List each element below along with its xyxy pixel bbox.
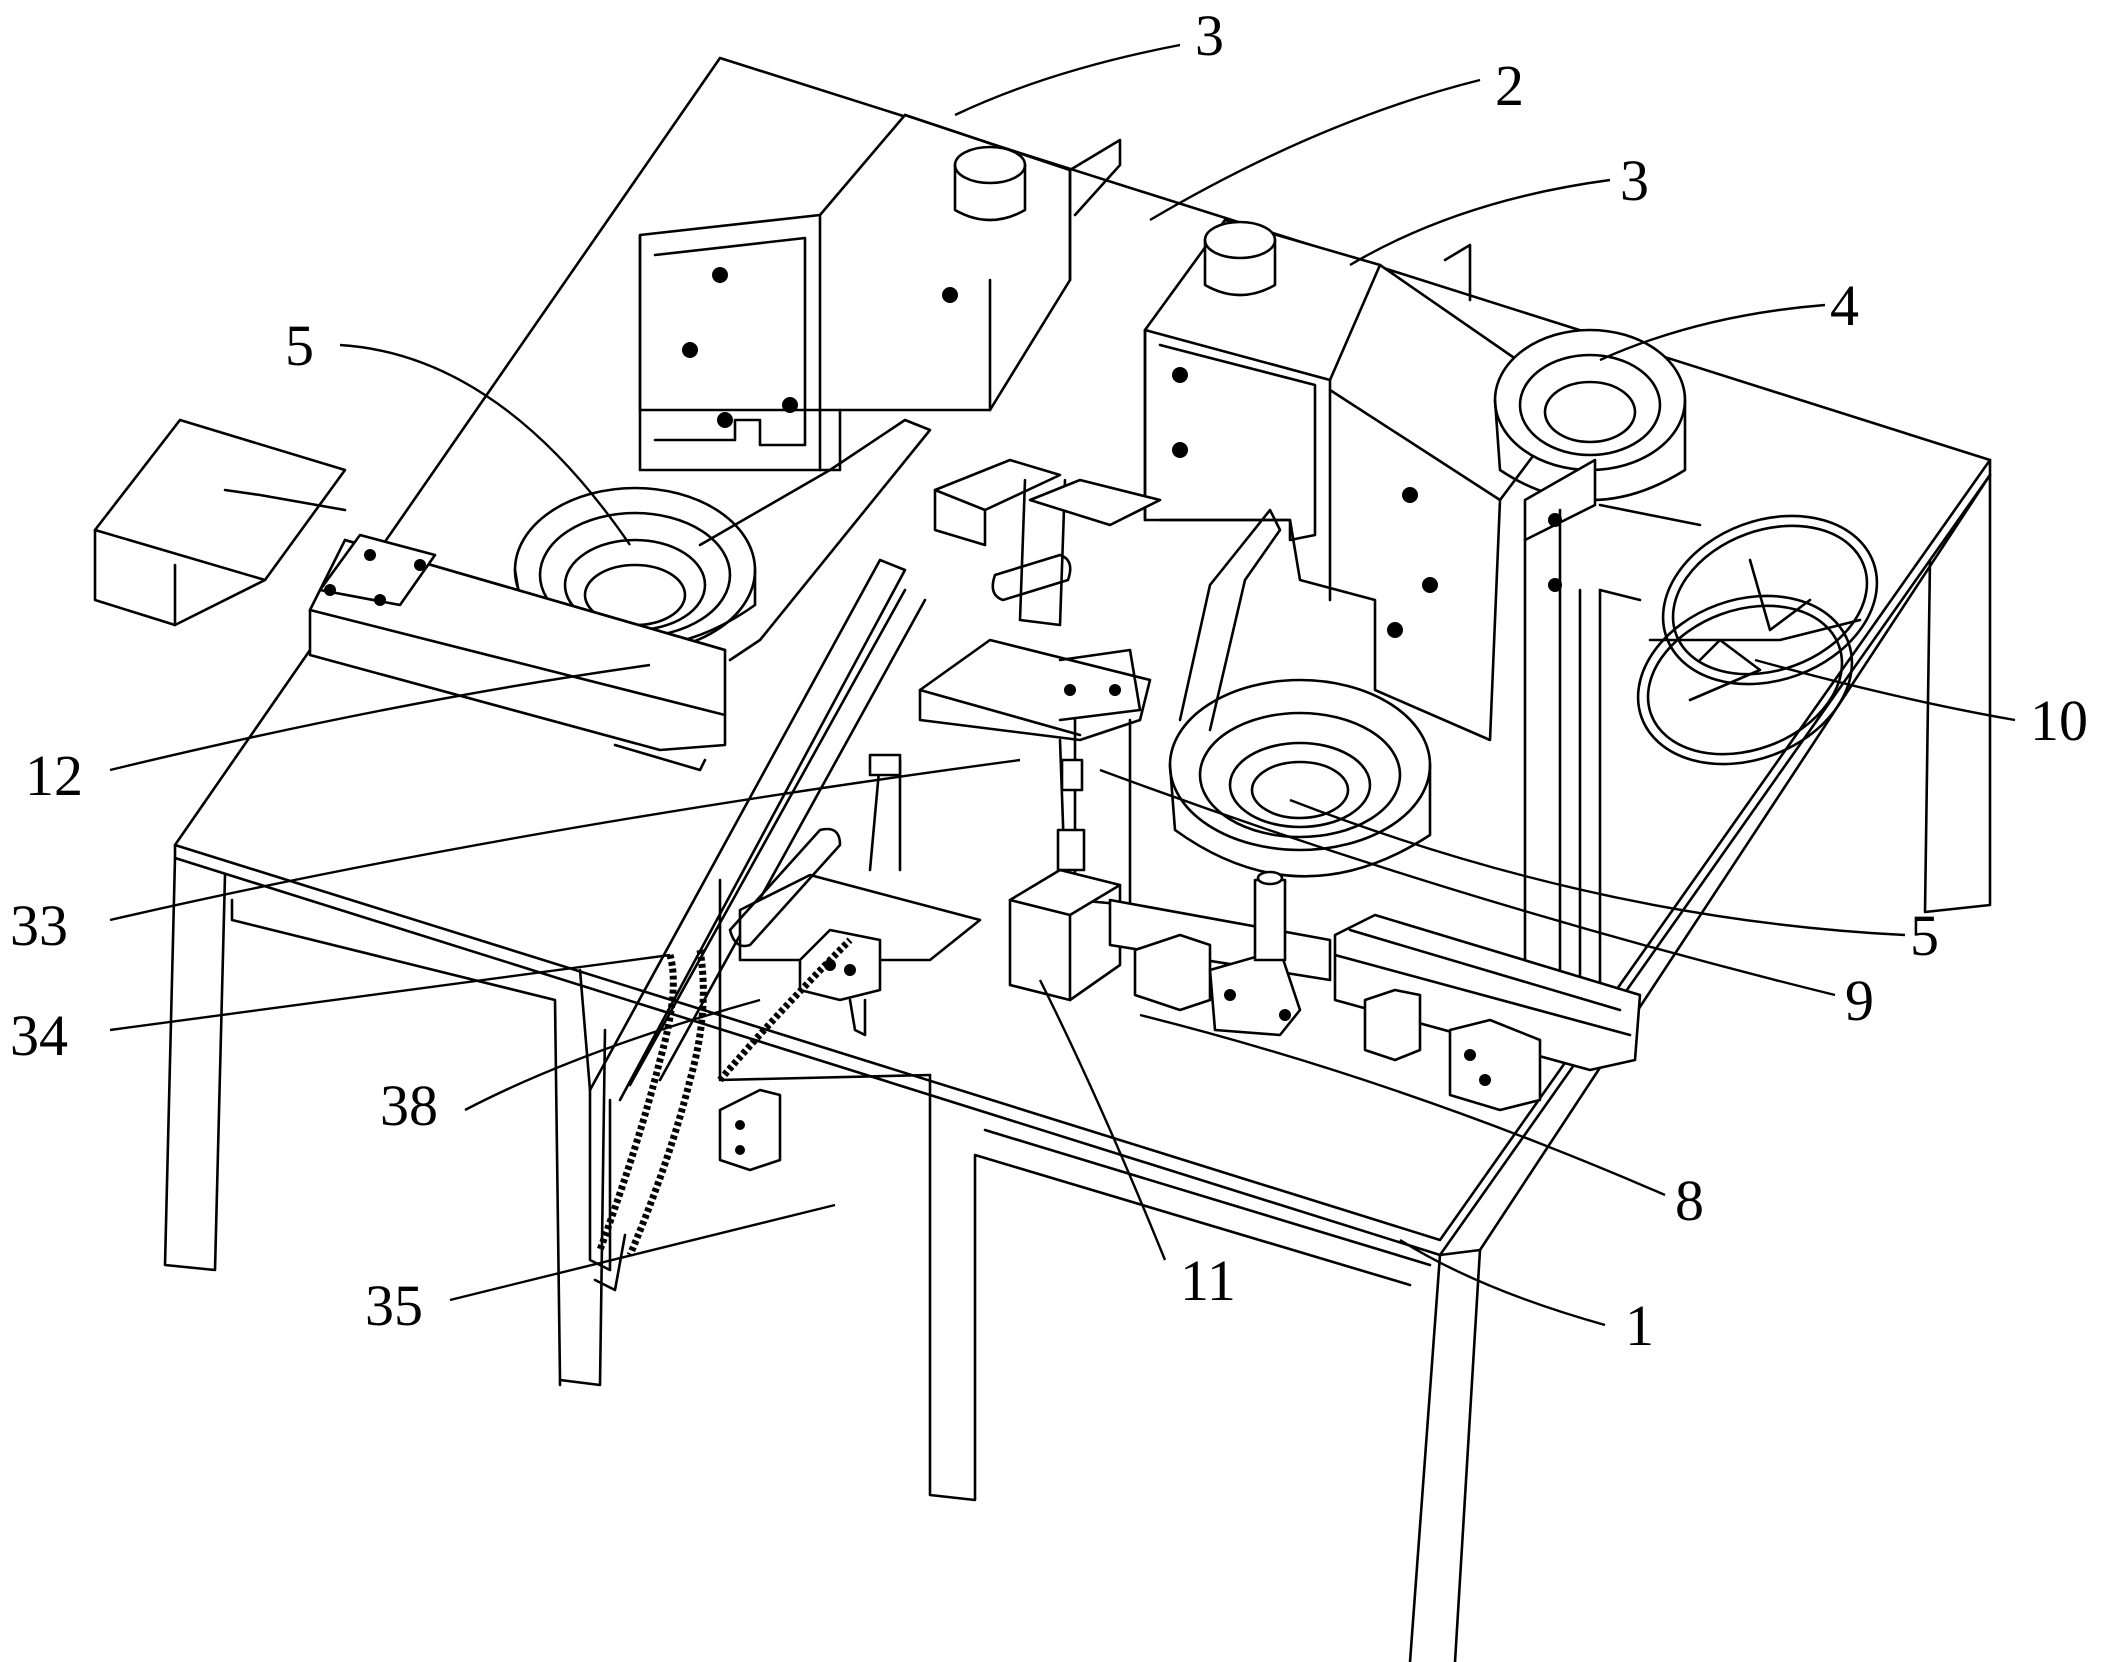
right-frame (1333, 458, 1702, 1112)
leg-left-inner (230, 898, 607, 1387)
spindle-housing (1073, 718, 1132, 907)
lower-clamp-plate (738, 873, 982, 962)
right-housing (1143, 218, 1577, 742)
left-motor-cylinder (953, 163, 1027, 222)
leader-12 (109, 663, 651, 772)
left-housing (638, 113, 1122, 472)
leg-back-right (1923, 473, 1992, 914)
right-housing-slope (1328, 388, 1502, 502)
leader-lines (109, 43, 2016, 1327)
leader-35 (449, 1203, 836, 1302)
vertical-block (1058, 648, 1142, 722)
left-linear-module (93, 418, 727, 772)
label-33: 33 (10, 893, 68, 958)
slide-block (1133, 933, 1212, 1012)
label-3b: 3 (1620, 148, 1649, 213)
label-11: 11 (1180, 1248, 1236, 1313)
leader-33 (109, 758, 1021, 922)
label-5a: 5 (285, 313, 314, 378)
label-1: 1 (1625, 1293, 1654, 1358)
right-motor-cylinder (1203, 238, 1277, 297)
leg-front-right (1453, 1248, 1482, 1662)
right-housing-bracket (1443, 243, 1472, 302)
center-mechanism (578, 458, 1332, 1102)
label-35: 35 (365, 1273, 423, 1338)
leader-4 (1599, 303, 1826, 362)
leader-10 (1754, 658, 2016, 722)
leader-9 (1099, 768, 1836, 997)
leg-front-left (1408, 1253, 1442, 1662)
table-rail (983, 1128, 1432, 1267)
chain-belt-a (596, 954, 677, 1252)
label-10: 10 (2030, 688, 2088, 753)
upper-block (933, 458, 1062, 512)
left-housing-top (903, 113, 1072, 172)
label-8: 8 (1675, 1168, 1704, 1233)
leader-38 (464, 998, 761, 1112)
leader-5b (1289, 798, 1906, 937)
leader-11 (1038, 979, 1167, 1261)
upper-cylinder (991, 553, 1072, 602)
label-5b: 5 (1910, 903, 1939, 968)
right-frame-plate (1523, 458, 1597, 542)
leader-5a (339, 343, 631, 546)
label-3a: 3 (1195, 3, 1224, 68)
left-rail-slider (318, 533, 437, 607)
chain-belt-c (717, 937, 853, 1083)
back-bowl-outer (1493, 328, 1687, 472)
long-rail-a (588, 558, 907, 1102)
right-motor-cap (1203, 220, 1277, 260)
left-motor-box-front (93, 528, 267, 627)
left-bowl-chute (698, 418, 932, 662)
upper-cross-block (1028, 478, 1162, 527)
leg-back-left (163, 856, 227, 1272)
reference-labels: 3 2 3 4 5 10 12 33 5 9 34 38 8 11 35 1 (10, 3, 2088, 1358)
lower-cylinder (728, 827, 842, 948)
left-housing-panel (653, 236, 807, 447)
label-38: 38 (380, 1073, 438, 1138)
chain-mount (718, 1088, 782, 1172)
leg-center (928, 1073, 1412, 1502)
table-front-edge (1438, 473, 1992, 1257)
label-4: 4 (1830, 273, 1859, 338)
chain-bracket (588, 1088, 612, 1272)
leader-2 (1149, 78, 1481, 222)
leader-3b (1349, 178, 1611, 267)
right-bowl-base (1168, 763, 1432, 878)
leader-3a (954, 43, 1181, 117)
chain-belt-b (626, 949, 707, 1257)
right-track (1333, 913, 1642, 1072)
right-vibration-bowl (1168, 508, 1432, 878)
right-bowl-chute (1178, 508, 1282, 732)
leader-1 (1399, 1238, 1606, 1327)
leader-34 (109, 953, 671, 1032)
leader-8 (1139, 1013, 1666, 1197)
label-2: 2 (1495, 53, 1524, 118)
right-bowl-outer (1168, 678, 1432, 852)
label-12: 12 (25, 743, 83, 808)
left-housing-front (638, 233, 842, 472)
slide-pin (1253, 878, 1287, 962)
left-motor-box (93, 418, 347, 582)
reel-back (1636, 594, 1854, 766)
left-housing-bracket (1068, 138, 1122, 217)
right-track-block (1448, 1018, 1542, 1112)
wire-reel (1636, 514, 1879, 766)
left-motor-cap (953, 145, 1027, 185)
right-housing-panel (1158, 343, 1317, 542)
left-rail-end (613, 743, 707, 772)
label-9: 9 (1845, 968, 1874, 1033)
drag-chain (588, 937, 853, 1292)
label-34: 34 (10, 1003, 68, 1068)
right-track-clamp (1363, 988, 1422, 1062)
